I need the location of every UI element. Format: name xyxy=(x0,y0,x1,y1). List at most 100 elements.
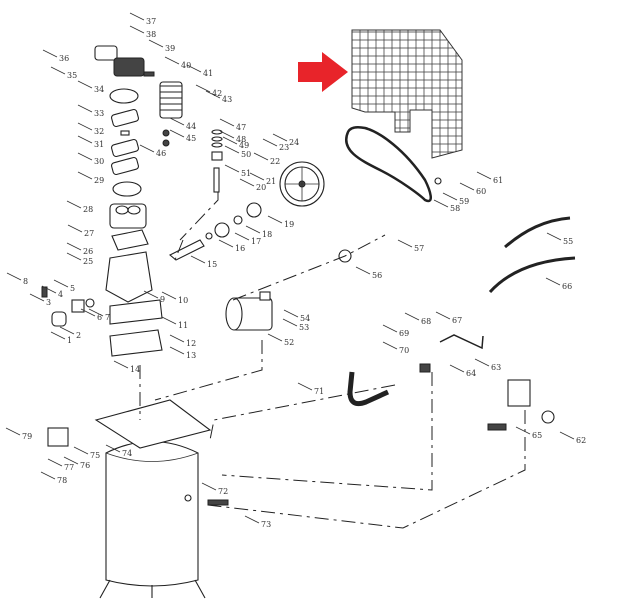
leader-line xyxy=(53,279,69,288)
leader-line xyxy=(66,252,82,261)
part-label-76: 76 xyxy=(80,461,90,470)
part-label-11: 11 xyxy=(178,321,188,330)
part-label-26: 26 xyxy=(83,247,93,256)
part-label-25: 25 xyxy=(83,257,93,266)
part-label-14: 14 xyxy=(130,365,140,374)
leader-line xyxy=(129,12,145,21)
leader-line xyxy=(66,242,82,251)
part-label-15: 15 xyxy=(207,260,217,269)
power-cable xyxy=(504,216,571,249)
leader-line xyxy=(47,458,63,467)
plug-cable xyxy=(488,256,576,294)
part-label-48: 48 xyxy=(236,135,246,144)
part-label-56: 56 xyxy=(372,271,382,280)
part-label-33: 33 xyxy=(94,109,104,118)
leader-line xyxy=(6,272,22,281)
leader-line xyxy=(50,331,66,340)
part-label-1: 1 xyxy=(67,336,72,345)
part-label-45: 45 xyxy=(186,134,196,143)
leader-line xyxy=(262,138,278,147)
part-label-19: 19 xyxy=(284,220,294,229)
part-label-52: 52 xyxy=(284,338,294,347)
highlight-arrow-icon xyxy=(298,52,348,92)
leader-line xyxy=(283,309,299,318)
leader-line xyxy=(224,164,240,173)
part-label-70: 70 xyxy=(399,346,409,355)
leader-line xyxy=(449,364,465,373)
leader-line xyxy=(272,133,288,142)
leader-line xyxy=(50,66,66,75)
leader-line xyxy=(161,316,177,325)
part-label-74: 74 xyxy=(122,449,132,458)
leader-line xyxy=(474,358,490,367)
leader-line xyxy=(164,56,180,65)
leader-line xyxy=(545,277,561,286)
connection-lines xyxy=(139,192,526,529)
part-label-35: 35 xyxy=(67,71,77,80)
part-label-6: 6 xyxy=(97,313,102,322)
leader-line xyxy=(161,291,177,300)
leader-line xyxy=(222,136,238,145)
leader-line xyxy=(129,25,145,34)
leader-line xyxy=(282,318,298,327)
leader-line xyxy=(433,199,449,208)
leader-line xyxy=(297,382,313,391)
leader-line xyxy=(267,215,283,224)
part-label-44: 44 xyxy=(186,122,196,131)
part-label-21: 21 xyxy=(266,177,276,186)
part-label-55: 55 xyxy=(563,237,573,246)
leader-line xyxy=(77,152,93,161)
leader-line xyxy=(77,104,93,113)
part-label-16: 16 xyxy=(235,244,245,253)
part-label-7: 7 xyxy=(105,313,110,322)
leader-line xyxy=(442,192,458,201)
motor xyxy=(225,291,273,331)
leader-line xyxy=(559,431,575,440)
leader-line xyxy=(67,224,83,233)
part-label-5: 5 xyxy=(70,284,75,293)
leader-line xyxy=(88,308,104,317)
leader-line xyxy=(42,49,58,58)
leader-line xyxy=(190,255,206,264)
part-label-75: 75 xyxy=(90,451,100,460)
part-label-38: 38 xyxy=(146,30,156,39)
part-label-77: 77 xyxy=(64,463,74,472)
leader-line xyxy=(382,341,398,350)
part-label-58: 58 xyxy=(450,204,460,213)
leader-line xyxy=(169,334,185,343)
leader-line xyxy=(219,118,235,127)
flywheel xyxy=(279,161,325,207)
leader-line xyxy=(186,64,202,73)
leader-line xyxy=(355,266,371,275)
part-label-60: 60 xyxy=(476,187,486,196)
leader-line xyxy=(66,200,82,209)
leader-line xyxy=(515,426,531,435)
leader-line xyxy=(267,333,283,342)
part-label-67: 67 xyxy=(452,316,462,325)
part-label-50: 50 xyxy=(241,150,251,159)
part-label-78: 78 xyxy=(57,476,67,485)
leader-line xyxy=(234,232,250,241)
leader-line xyxy=(169,346,185,355)
part-label-63: 63 xyxy=(491,363,501,372)
part-label-10: 10 xyxy=(178,296,188,305)
part-label-29: 29 xyxy=(94,176,104,185)
part-label-68: 68 xyxy=(421,317,431,326)
leader-line xyxy=(397,239,413,248)
leader-line xyxy=(169,129,185,138)
part-label-18: 18 xyxy=(262,230,272,239)
part-label-34: 34 xyxy=(94,85,104,94)
leader-line xyxy=(59,326,75,335)
air-tank xyxy=(47,399,229,599)
part-label-43: 43 xyxy=(222,95,232,104)
part-label-24: 24 xyxy=(289,138,299,147)
leader-line xyxy=(143,290,159,299)
part-label-40: 40 xyxy=(181,61,191,70)
part-label-73: 73 xyxy=(261,520,271,529)
part-label-53: 53 xyxy=(299,323,309,332)
part-label-59: 59 xyxy=(459,197,469,206)
part-label-72: 72 xyxy=(218,487,228,496)
leader-line xyxy=(219,130,235,139)
part-label-8: 8 xyxy=(23,277,28,286)
v-belt xyxy=(345,125,432,203)
